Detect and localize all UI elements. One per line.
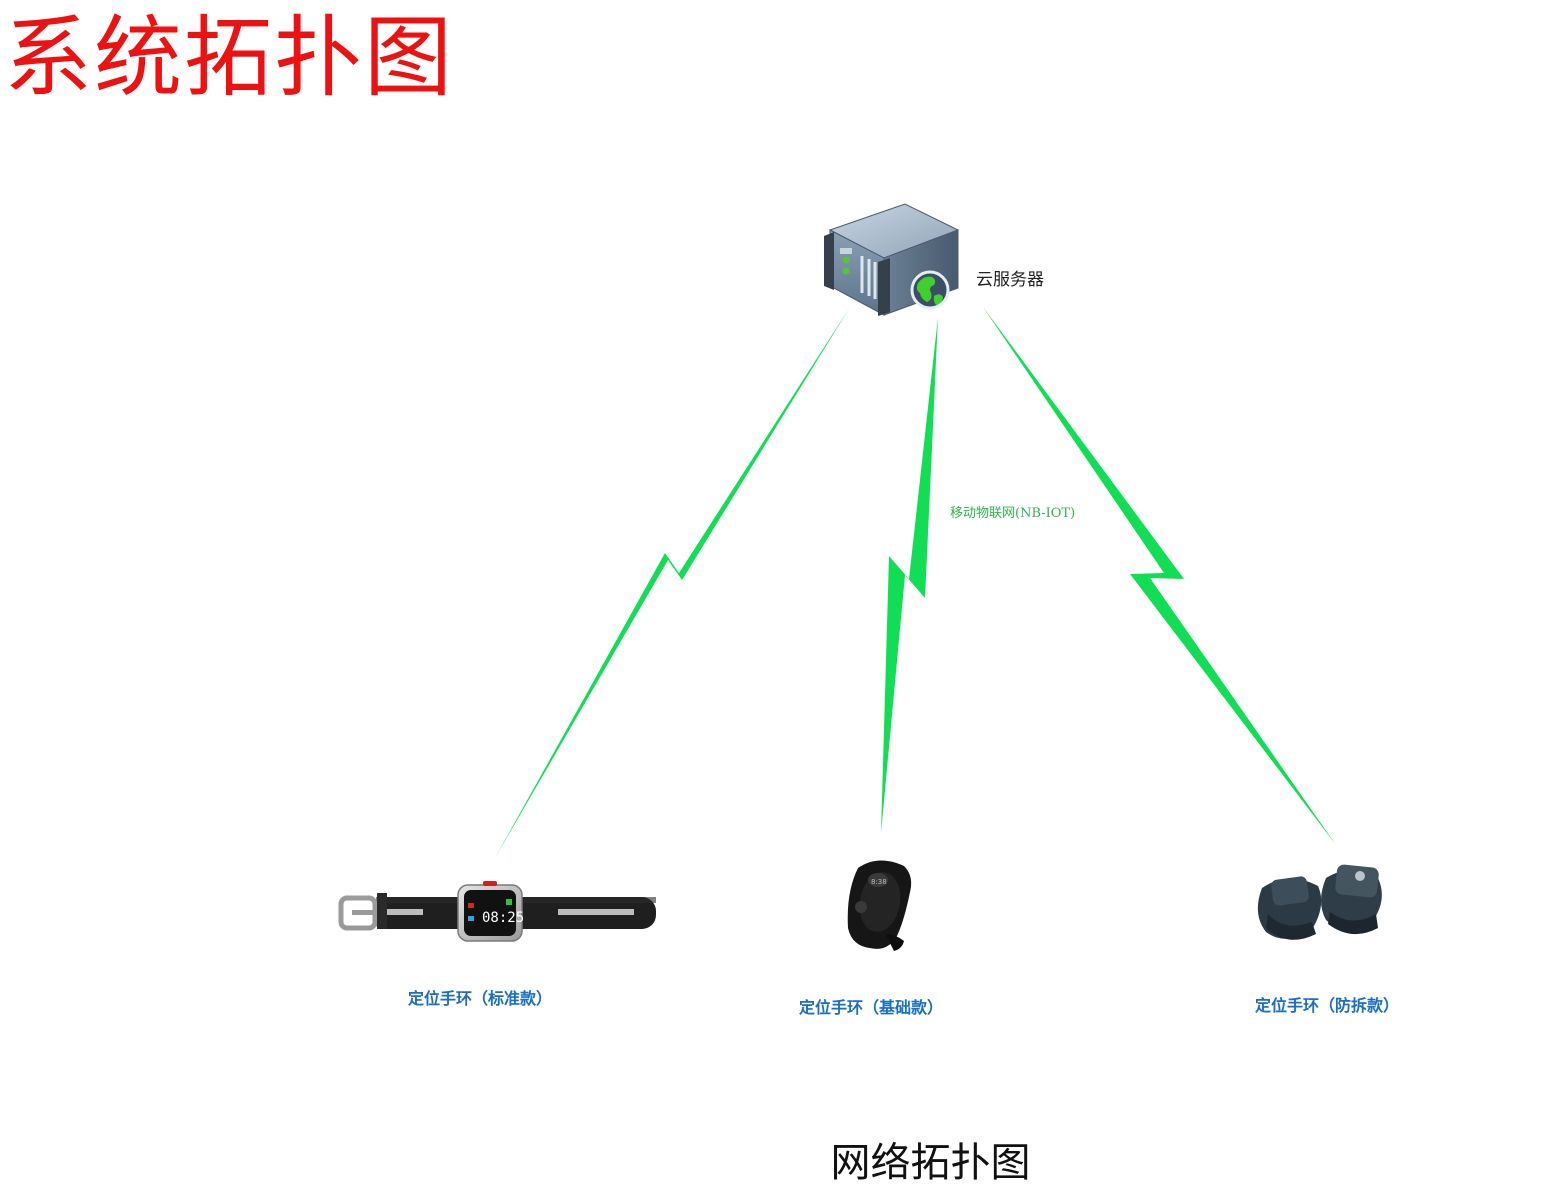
anti-tamper-bracelet-icon: [1257, 864, 1382, 940]
cloud-server-label: 云服务器: [976, 270, 1044, 290]
link-bolt-middle: [881, 317, 938, 833]
cloud-server-icon: [824, 203, 960, 316]
diagram-caption-text: 网络拓扑图: [830, 1140, 1031, 1186]
device-label-standard: 定位手环（标准款）: [408, 989, 553, 1008]
link-label: 移动物联网(NB-IOT): [950, 506, 1076, 521]
svg-text:08:25: 08:25: [482, 910, 524, 926]
page-title: 系统拓扑图: [4, 6, 455, 109]
device-label-anti-tamper: 定位手环（防拆款）: [1255, 996, 1400, 1015]
diagram-caption: 网络拓扑图: [0, 1130, 1561, 1188]
link-bolt-left: [495, 307, 850, 858]
device-label-basic: 定位手环（基础款）: [799, 998, 944, 1017]
fitness-band-icon: 8:38: [847, 860, 912, 951]
smartwatch-icon: 08:25: [338, 881, 656, 942]
link-bolt-right: [983, 307, 1336, 845]
svg-text:8:38: 8:38: [871, 878, 887, 886]
